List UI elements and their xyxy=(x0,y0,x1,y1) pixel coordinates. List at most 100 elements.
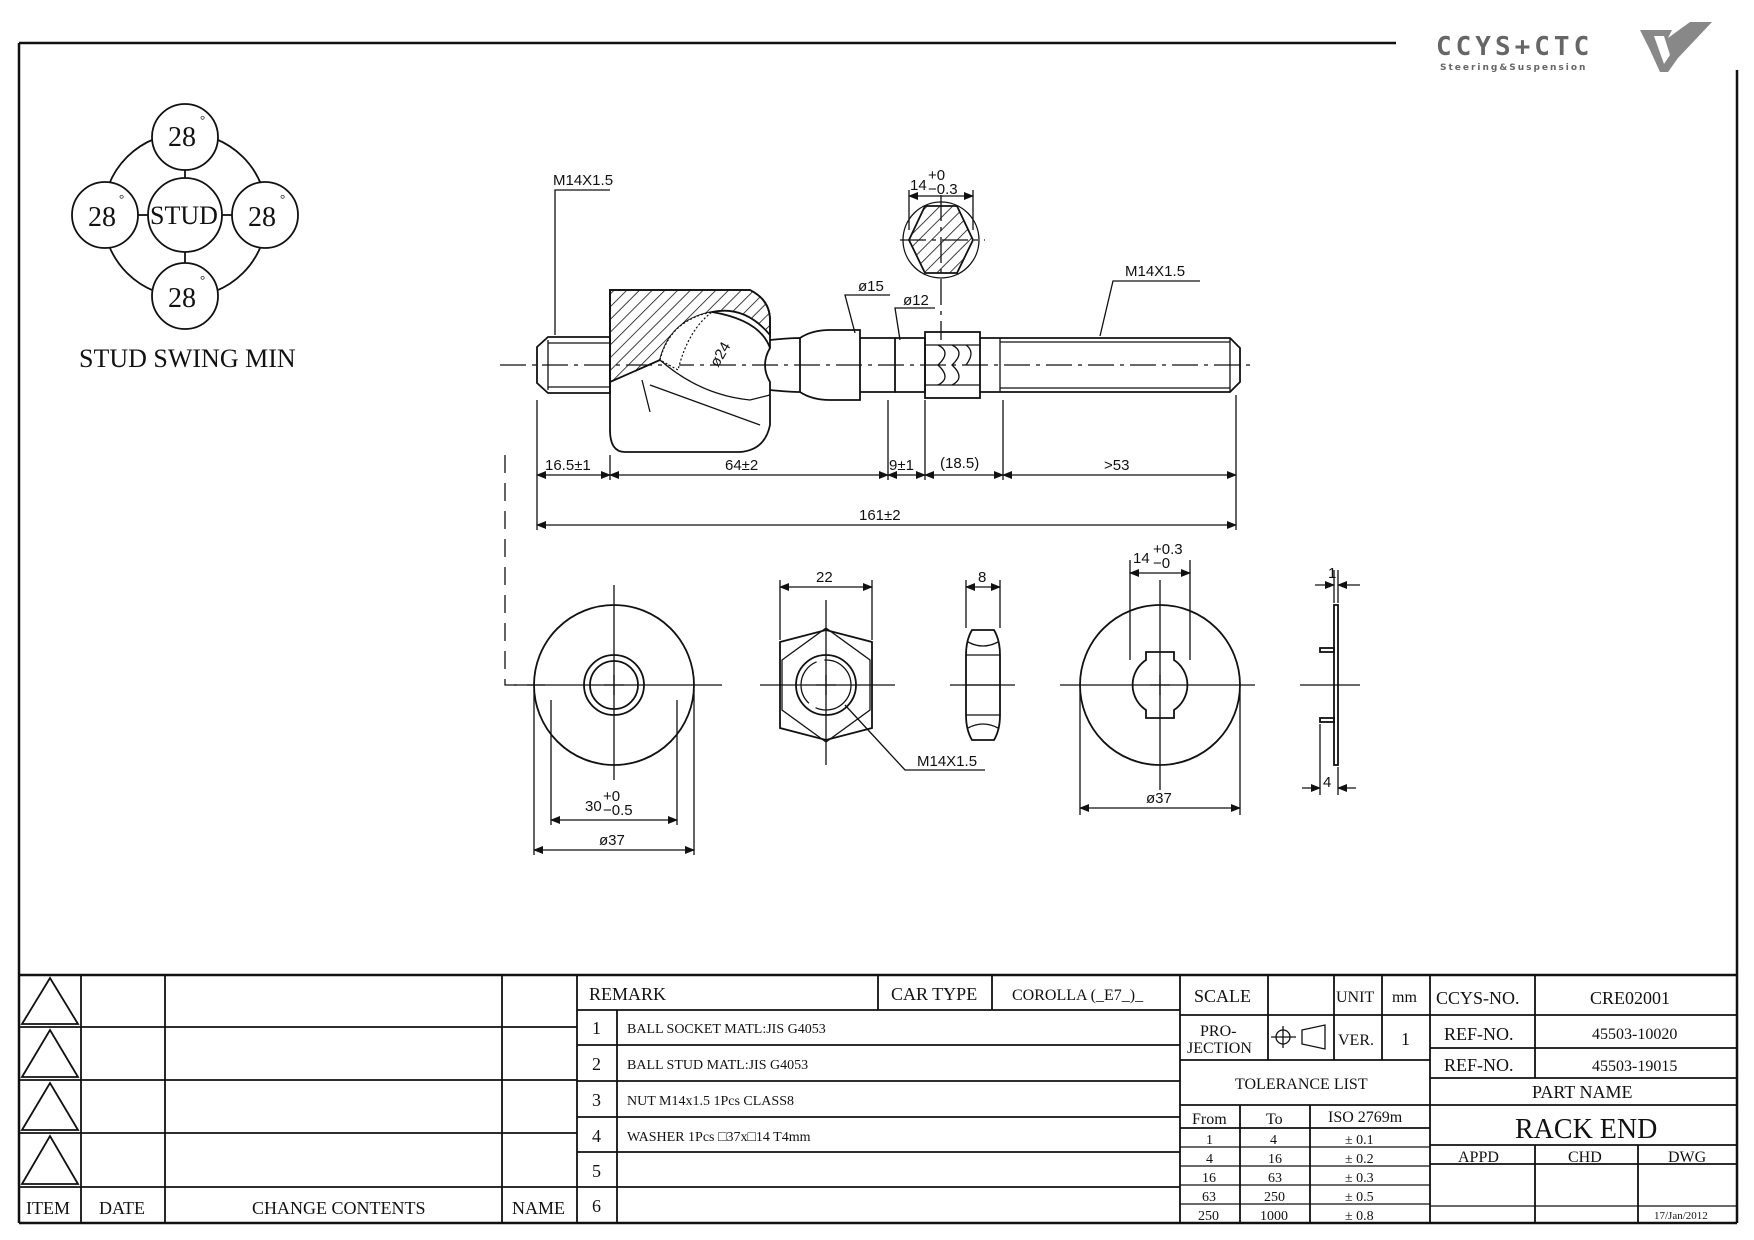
dim-nut-thread: M14X1.5 xyxy=(917,753,977,770)
svg-text:−0.3: −0.3 xyxy=(928,181,958,198)
rev-header-name: NAME xyxy=(512,1198,565,1218)
svg-text:°: ° xyxy=(280,191,285,206)
svg-text:± 0.1: ± 0.1 xyxy=(1345,1133,1374,1148)
svg-text:−0: −0 xyxy=(1153,555,1170,572)
svg-text:2: 2 xyxy=(592,1054,601,1074)
company-logo: CCYS+CTC Steering&Suspension xyxy=(1436,22,1712,73)
logo-brand: CCYS+CTC xyxy=(1436,32,1593,62)
washer-side-view: 1 4 xyxy=(1300,565,1360,795)
svg-text:4: 4 xyxy=(592,1126,601,1146)
unit-label: UNIT xyxy=(1336,989,1374,1006)
dim-d2: 64±2 xyxy=(725,457,758,474)
rev-header-change: CHANGE CONTENTS xyxy=(252,1198,426,1218)
svg-text:From: From xyxy=(1192,1111,1227,1128)
svg-text:1: 1 xyxy=(1206,1133,1213,1148)
dim-nut-thickness: 8 xyxy=(978,569,986,586)
svg-text:250: 250 xyxy=(1198,1209,1219,1224)
svg-text:To: To xyxy=(1266,1111,1283,1128)
logo-swoosh-icon xyxy=(1640,22,1712,72)
dim-washer-t2: 4 xyxy=(1323,774,1331,791)
svg-text:WASHER 1Pcs □37x□14 T4mm: WASHER 1Pcs □37x□14 T4mm xyxy=(627,1130,811,1145)
svg-text:16: 16 xyxy=(1268,1152,1282,1167)
rev-header-item: ITEM xyxy=(26,1198,70,1218)
dwg-label: DWG xyxy=(1668,1149,1707,1166)
svg-text:± 0.5: ± 0.5 xyxy=(1345,1190,1374,1205)
hex-cross-section: 14 +0 −0.3 xyxy=(900,167,985,340)
dim-socket-dia: ø37 xyxy=(599,832,625,849)
chd-label: CHD xyxy=(1568,1149,1602,1166)
svg-text:°: ° xyxy=(200,112,205,127)
dim-d1: 16.5±1 xyxy=(545,457,591,474)
revision-triangle-icon xyxy=(20,1028,80,1078)
dim-hex-section: 14 xyxy=(910,177,927,194)
logo-tagline: Steering&Suspension xyxy=(1440,63,1587,73)
washer-front-view: 14 +0.3 −0 ø37 xyxy=(1060,541,1255,815)
svg-text:63: 63 xyxy=(1268,1171,1282,1186)
ref-no-1-value: 45503-10020 xyxy=(1592,1026,1677,1043)
tolerance-title: TOLERANCE LIST xyxy=(1235,1076,1368,1093)
dim-washer-slot: 14 xyxy=(1133,550,1150,567)
stud-swing-diagram: STUD 28 28 28 28 ° ° ° ° STUD SWING MIN xyxy=(71,103,299,373)
svg-text:± 0.2: ± 0.2 xyxy=(1345,1152,1374,1167)
dim-dia15: ø15 xyxy=(858,278,884,295)
scale-label: SCALE xyxy=(1194,986,1251,1006)
ccys-no-label: CCYS-NO. xyxy=(1436,988,1520,1008)
svg-text:63: 63 xyxy=(1202,1190,1216,1205)
dim-d4: (18.5) xyxy=(940,455,979,472)
ref-no-1-label: REF-NO. xyxy=(1444,1024,1514,1044)
dim-nut-width: 22 xyxy=(816,569,833,586)
svg-text:3: 3 xyxy=(592,1090,601,1110)
svg-text:± 0.8: ± 0.8 xyxy=(1345,1209,1374,1224)
svg-text:BALL STUD MATL:JIS G4053: BALL STUD MATL:JIS G4053 xyxy=(627,1058,808,1073)
svg-text:ISO 2769m: ISO 2769m xyxy=(1328,1109,1403,1126)
svg-text:+0: +0 xyxy=(603,788,620,805)
swing-caption: STUD SWING MIN xyxy=(79,344,296,373)
projection-label-1: PRO- xyxy=(1200,1023,1236,1040)
dim-socket-inner: 30 xyxy=(585,798,602,815)
svg-text:6: 6 xyxy=(592,1196,601,1216)
revision-triangle-icon xyxy=(20,1134,80,1185)
svg-text:−0.5: −0.5 xyxy=(603,802,633,819)
unit-value: mm xyxy=(1392,989,1417,1006)
revision-triangle-icon xyxy=(20,976,80,1025)
svg-text:1: 1 xyxy=(592,1018,601,1038)
part-name-label: PART NAME xyxy=(1532,1082,1632,1102)
appd-label: APPD xyxy=(1458,1149,1499,1166)
dim-thread-right: M14X1.5 xyxy=(1125,263,1185,280)
nut-front-view: 22 M14X1.5 xyxy=(760,569,985,771)
ver-label: VER. xyxy=(1338,1032,1374,1049)
swing-angle-top: 28 xyxy=(168,122,196,153)
svg-text:°: ° xyxy=(200,272,205,287)
remark-title: REMARK xyxy=(589,984,666,1004)
ccys-no-value: CRE02001 xyxy=(1590,988,1670,1008)
socket-end-view: 30 +0 −0.5 ø37 xyxy=(514,585,722,855)
dim-washer-dia: ø37 xyxy=(1146,790,1172,807)
revision-triangle-icon xyxy=(20,1081,80,1131)
swing-angle-bottom: 28 xyxy=(168,283,196,314)
svg-text:+0: +0 xyxy=(928,167,945,184)
car-type-value: COROLLA (_E7_)_ xyxy=(1012,987,1144,1004)
rev-header-date: DATE xyxy=(99,1198,145,1218)
part-name-value: RACK END xyxy=(1515,1114,1657,1145)
dim-thread-left: M14X1.5 xyxy=(553,172,613,189)
dim-overall: 161±2 xyxy=(859,507,901,524)
drawing-date: 17/Jan/2012 xyxy=(1654,1210,1708,1222)
svg-text:°: ° xyxy=(119,191,124,206)
dim-washer-t1: 1 xyxy=(1328,565,1336,582)
dim-d5: >53 xyxy=(1104,457,1129,474)
ref-no-2-label: REF-NO. xyxy=(1444,1055,1514,1075)
third-angle-projection-icon xyxy=(1271,1024,1326,1050)
rack-end-side-view xyxy=(500,289,1250,453)
nut-side-view: 8 xyxy=(950,569,1015,741)
svg-text:4: 4 xyxy=(1206,1152,1213,1167)
svg-text:250: 250 xyxy=(1264,1190,1285,1205)
svg-text:1000: 1000 xyxy=(1260,1209,1288,1224)
svg-text:5: 5 xyxy=(592,1161,601,1181)
swing-angle-right: 28 xyxy=(248,202,276,233)
swing-angle-left: 28 xyxy=(88,202,116,233)
ref-no-2-value: 45503-19015 xyxy=(1592,1058,1677,1075)
svg-text:± 0.3: ± 0.3 xyxy=(1345,1171,1374,1186)
ver-value: 1 xyxy=(1401,1029,1410,1049)
svg-text:NUT M14x1.5 1Pcs CLASS8: NUT M14x1.5 1Pcs CLASS8 xyxy=(627,1094,794,1109)
